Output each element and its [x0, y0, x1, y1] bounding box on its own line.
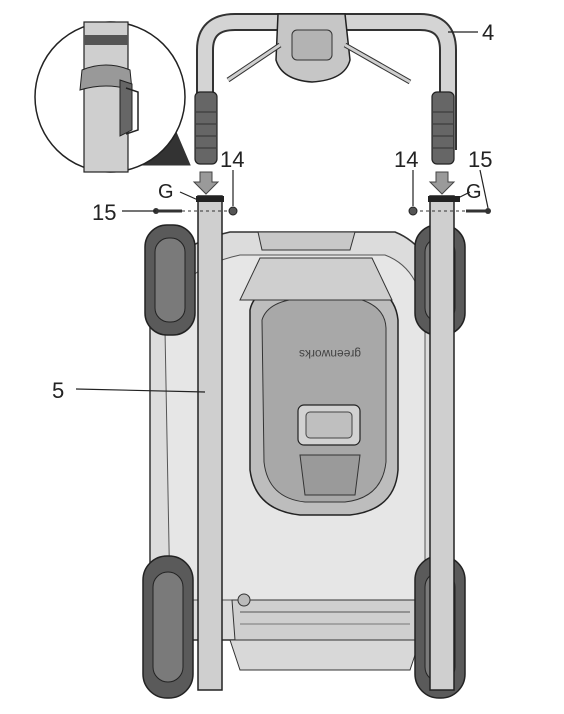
brand-text: greenworks [299, 347, 361, 361]
callout-5: 5 [52, 378, 64, 403]
knob-right [408, 206, 418, 216]
insert-arrow-right-icon [428, 171, 456, 195]
upper-handle [194, 13, 457, 165]
rear-flap [239, 257, 393, 301]
rear-left-wheel [144, 224, 196, 336]
callout-15-left: 15 [92, 200, 116, 225]
bolt-right [414, 208, 491, 214]
callout-14-right: 14 [394, 147, 418, 172]
lower-handle-right [428, 195, 460, 691]
callout-14-left: 14 [220, 147, 244, 172]
knob-left [228, 206, 238, 216]
detail-inset [34, 21, 191, 173]
callout-15-right: 15 [468, 147, 492, 172]
callout-g-right: G [466, 181, 482, 203]
insert-arrow-left-icon [192, 171, 220, 195]
leader-lines [75, 31, 489, 393]
callout-4: 4 [482, 20, 494, 45]
callout-g-left: G [158, 181, 174, 203]
motor-housing: greenworks [249, 281, 399, 516]
lower-handle-left [196, 195, 224, 691]
front-left-wheel [142, 555, 194, 699]
bolt-left [153, 208, 236, 214]
